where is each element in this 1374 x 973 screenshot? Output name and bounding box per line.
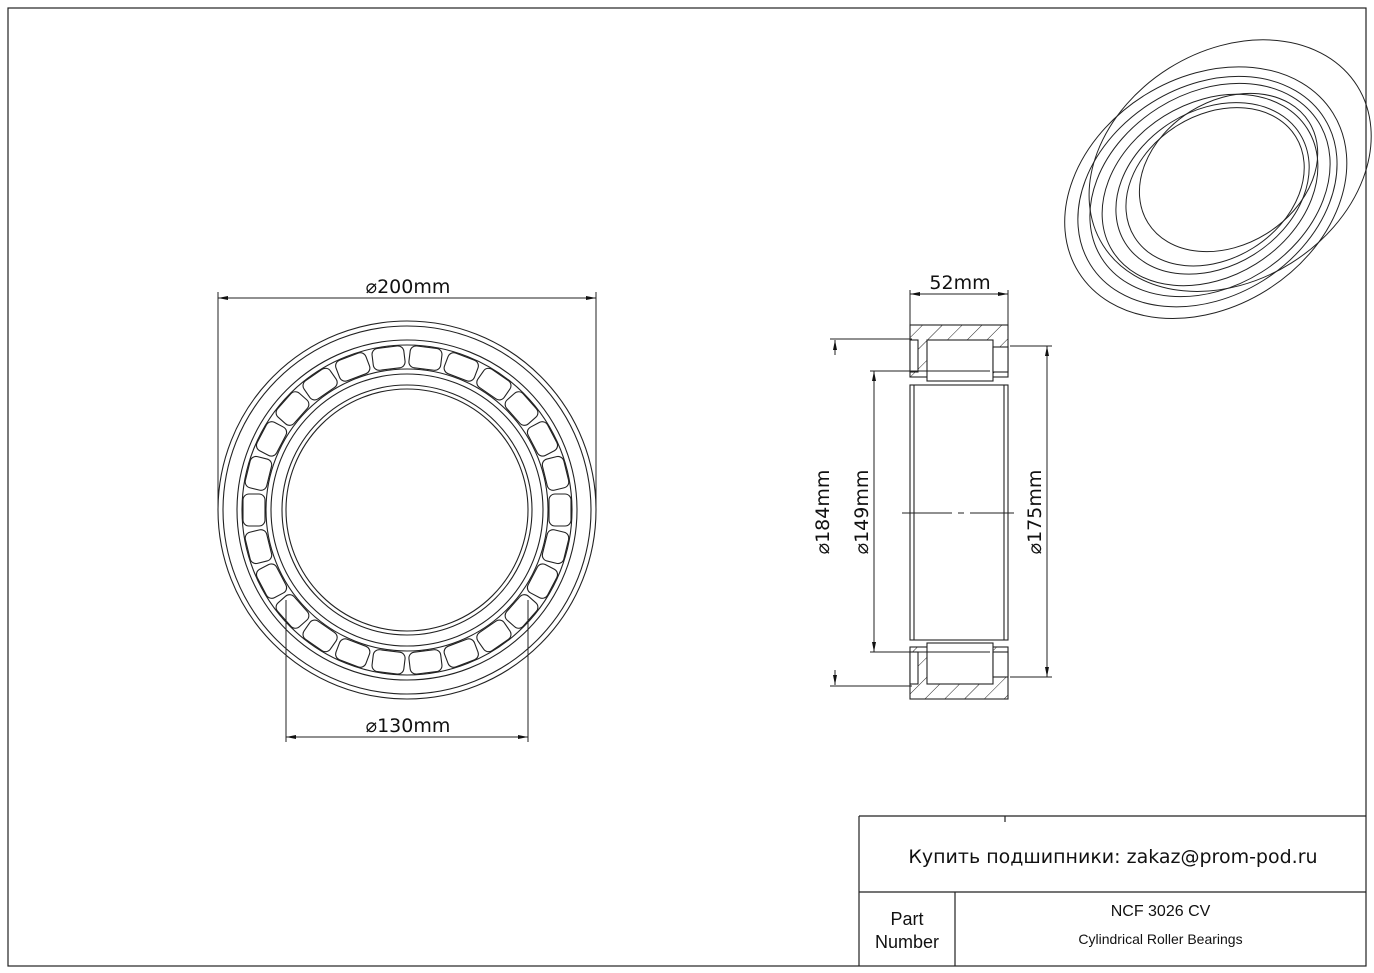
- roller: [526, 563, 559, 599]
- roller: [275, 594, 310, 629]
- roller: [541, 455, 570, 491]
- front-dimension-lines: [217, 292, 597, 742]
- dim-184: ⌀184mm: [812, 470, 834, 555]
- roller: [275, 391, 310, 426]
- roller: [408, 649, 443, 675]
- part-type: Cylindrical Roller Bearings: [1078, 931, 1243, 947]
- part-label-line1: Part: [890, 909, 924, 929]
- dim-bore-diameter: ⌀130mm: [366, 715, 451, 737]
- part-number: NCF 3026 CV: [1110, 903, 1211, 920]
- roller: [335, 352, 371, 382]
- roller: [371, 345, 406, 371]
- dim-175: ⌀175mm: [1024, 470, 1046, 555]
- roller: [242, 493, 266, 527]
- roller: [371, 649, 406, 675]
- drawing-frame: [7, 7, 1367, 967]
- isometric-view: [1064, 39, 1372, 319]
- side-section-view: [902, 324, 1014, 700]
- side-dimension-lines: [830, 290, 1052, 687]
- roller: [526, 421, 559, 457]
- roller: [443, 638, 479, 668]
- roller: [244, 529, 273, 565]
- roller: [504, 594, 539, 629]
- front-view: [217, 320, 597, 700]
- roller: [302, 619, 338, 653]
- buy-text: Купить подшипники: zakaz@prom-pod.ru: [908, 846, 1318, 868]
- roller: [244, 455, 273, 491]
- roller: [443, 352, 479, 382]
- roller: [255, 421, 288, 457]
- roller: [504, 391, 539, 426]
- roller: [548, 493, 572, 527]
- dim-149: ⌀149mm: [851, 470, 873, 555]
- roller: [476, 367, 512, 401]
- roller: [255, 563, 288, 599]
- part-label: Part Number: [859, 908, 955, 954]
- roller: [476, 619, 512, 653]
- roller: [302, 367, 338, 401]
- roller: [335, 638, 371, 668]
- dim-outer-diameter: ⌀200mm: [366, 276, 451, 298]
- roller: [408, 345, 443, 371]
- title-block-lines: [858, 815, 1366, 966]
- dim-width: 52mm: [929, 272, 990, 294]
- rollers: [242, 345, 572, 675]
- roller: [541, 529, 570, 565]
- part-label-line2: Number: [874, 932, 940, 952]
